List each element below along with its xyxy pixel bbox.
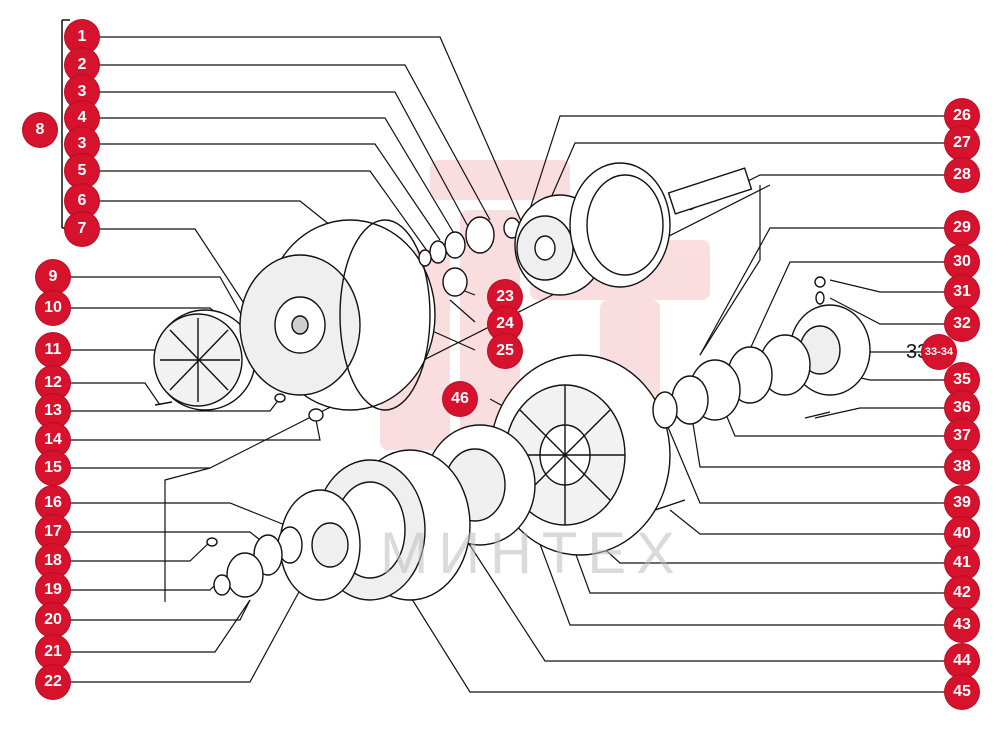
callout-33-34[interactable]: 33-34 [922, 335, 956, 369]
callout-10[interactable]: 10 [36, 291, 70, 325]
part-shaft-28 [667, 167, 753, 215]
watermark-text: МИНТЕХ [380, 521, 685, 586]
callout-21[interactable]: 21 [36, 635, 70, 669]
callout-31[interactable]: 31 [945, 275, 979, 309]
part-gears-1-5 [418, 216, 521, 297]
callout-7[interactable]: 7 [65, 212, 99, 246]
callout-32[interactable]: 32 [945, 307, 979, 341]
callout-25[interactable]: 25 [488, 334, 522, 368]
part-ring-gear-28 [569, 162, 671, 288]
callout-14[interactable]: 14 [36, 423, 70, 457]
callout-45[interactable]: 45 [945, 675, 979, 709]
callout-15[interactable]: 15 [36, 451, 70, 485]
callout-46[interactable]: 46 [443, 382, 477, 416]
callout-27[interactable]: 27 [945, 126, 979, 160]
part-bearings-16-21 [213, 526, 303, 598]
callout-30[interactable]: 30 [945, 245, 979, 279]
part-cover-11 [153, 309, 256, 411]
callout-37[interactable]: 37 [945, 419, 979, 453]
callout-9[interactable]: 9 [36, 260, 70, 294]
callout-43[interactable]: 43 [945, 608, 979, 642]
callout-5[interactable]: 5 [65, 154, 99, 188]
part-right-hub-30 [652, 276, 871, 429]
callout-29[interactable]: 29 [945, 211, 979, 245]
callout-18[interactable]: 18 [36, 544, 70, 578]
part-housing-6 [239, 219, 436, 411]
callout-39[interactable]: 39 [945, 486, 979, 520]
callout-38[interactable]: 38 [945, 450, 979, 484]
callout-20[interactable]: 20 [36, 603, 70, 637]
callout-40[interactable]: 40 [945, 517, 979, 551]
callout-41[interactable]: 41 [945, 546, 979, 580]
parts-artwork [153, 162, 871, 601]
callout-13[interactable]: 13 [36, 394, 70, 428]
callout-22[interactable]: 22 [36, 665, 70, 699]
callout-42[interactable]: 42 [945, 576, 979, 610]
callout-17[interactable]: 17 [36, 515, 70, 549]
callout-19[interactable]: 19 [36, 573, 70, 607]
part-bolts [154, 393, 831, 547]
part-disc-22 [279, 489, 361, 601]
callout-16[interactable]: 16 [36, 486, 70, 520]
callout-8[interactable]: 8 [23, 113, 57, 147]
callout-11[interactable]: 11 [36, 333, 70, 367]
callout-28[interactable]: 28 [945, 158, 979, 192]
callout-44[interactable]: 44 [945, 644, 979, 678]
